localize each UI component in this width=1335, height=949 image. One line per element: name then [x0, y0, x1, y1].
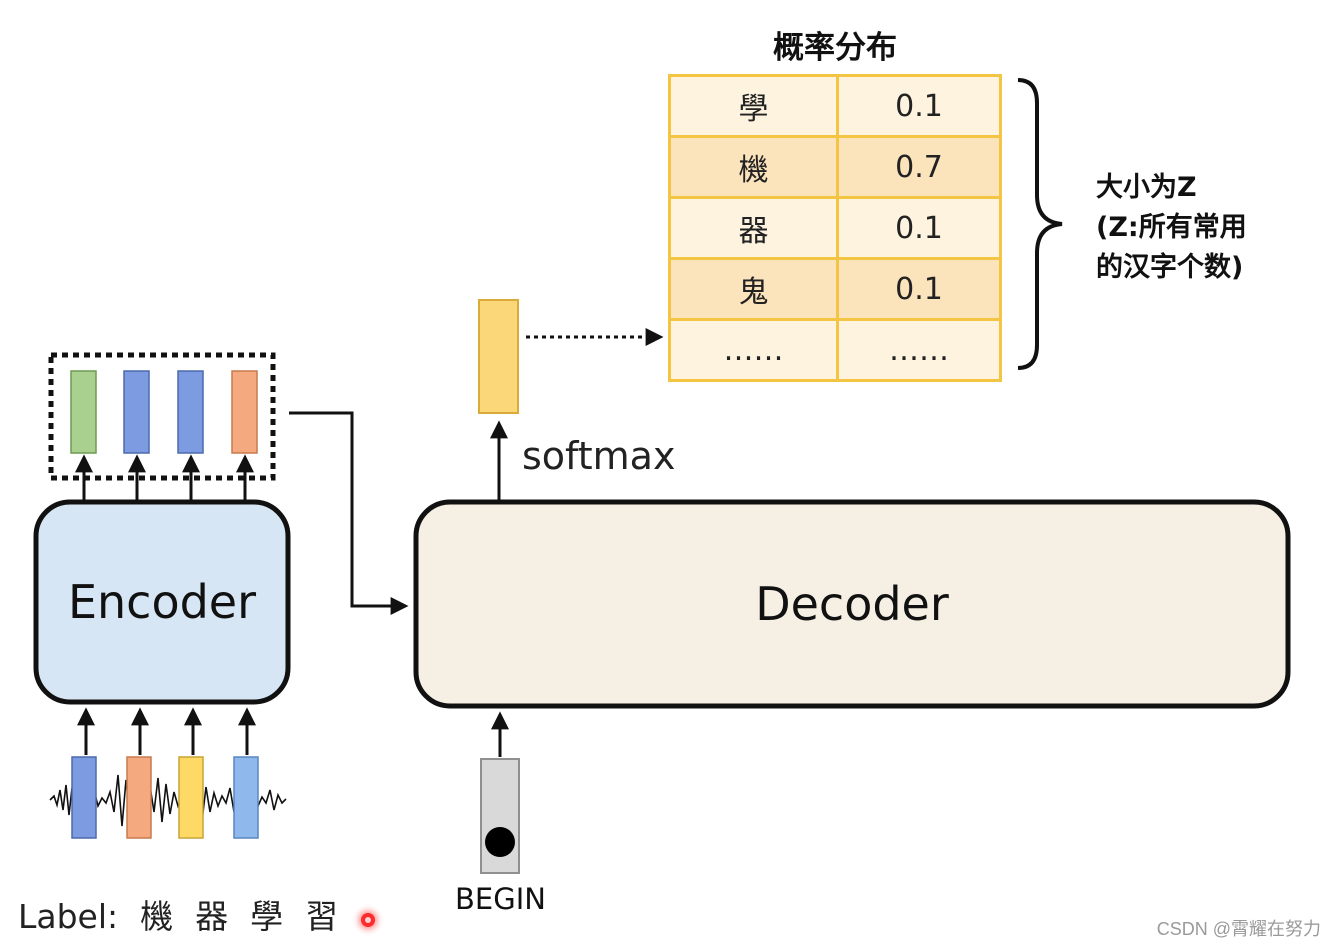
label-char: 學 [250, 897, 284, 936]
vocab-size-line-2: (Z:所有常用 [1096, 212, 1247, 243]
label-chars: 機器學習 [118, 897, 338, 936]
vocab-size-line-1: 大小为Z [1096, 172, 1197, 203]
prob-dist-title: 概率分布 [773, 30, 897, 66]
table-row: 器 0.1 [668, 196, 1002, 260]
decoder-label: Decoder [755, 577, 949, 631]
prob-cell: 0.1 [836, 196, 1002, 260]
encoder-output-vector-1 [70, 370, 97, 454]
encoder-label: Encoder [67, 575, 257, 629]
encoder-input-vector-3 [178, 756, 204, 839]
begin-token-dot [485, 827, 515, 857]
prob-dist-table: 學 0.1 機 0.7 器 0.1 鬼 0.1 …… …… [668, 74, 1002, 382]
token-cell: 鬼 [668, 257, 839, 321]
encoder-input-vector-4 [233, 756, 259, 839]
label-prefix: Label: [18, 897, 119, 936]
label-char: 器 [195, 897, 229, 936]
pointer-dot-icon [361, 913, 375, 927]
token-cell: …… [668, 318, 839, 382]
encoder-input-vector-2 [126, 756, 152, 839]
encoder-to-decoder-arrow [289, 411, 409, 615]
label-char: 習 [305, 897, 339, 936]
prob-cell: 0.1 [836, 257, 1002, 321]
vocab-size-note: 大小为Z (Z:所有常用 的汉字个数) [1096, 168, 1247, 288]
watermark: CSDN @霄耀在努力 [1156, 919, 1321, 939]
prob-cell: 0.7 [836, 135, 1002, 199]
vocab-size-line-3: 的汉字个数) [1096, 252, 1244, 283]
table-row: 機 0.7 [668, 135, 1002, 199]
encoder-output-vector-2 [123, 370, 150, 454]
curly-brace [1017, 78, 1063, 370]
ground-truth-label: Label:機器學習 [18, 890, 338, 938]
token-cell: 器 [668, 196, 839, 260]
prob-cell: …… [836, 318, 1002, 382]
token-cell: 機 [668, 135, 839, 199]
table-row: …… …… [668, 318, 1002, 382]
output-distribution-vector [478, 299, 519, 414]
label-char: 機 [140, 897, 174, 936]
encoder-box [33, 499, 291, 705]
token-cell: 學 [668, 74, 839, 138]
encoder-output-vector-4 [231, 370, 258, 454]
table-row: 鬼 0.1 [668, 257, 1002, 321]
table-row: 學 0.1 [668, 74, 1002, 138]
encoder-input-vector-1 [71, 756, 97, 839]
begin-label: BEGIN [455, 882, 546, 916]
decoder-box [413, 499, 1291, 709]
softmax-label: softmax [522, 434, 676, 478]
prob-cell: 0.1 [836, 74, 1002, 138]
encoder-output-vector-3 [177, 370, 204, 454]
encoder-output-frame [48, 352, 276, 481]
